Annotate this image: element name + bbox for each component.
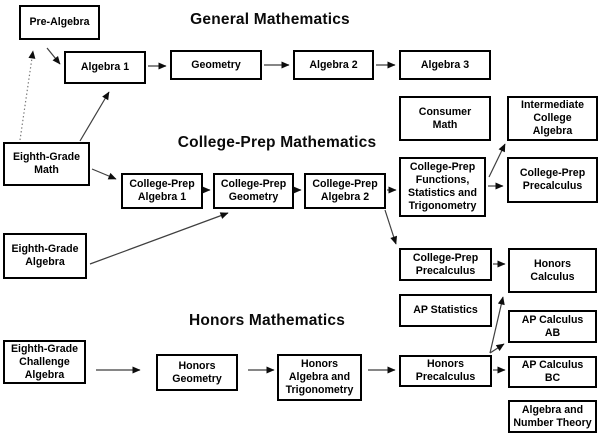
box-honors-algebra-and-trigonometry: Honors Algebra and Trigonometry [277,354,362,401]
edge-honors-precalculus-to-ap-calculus-ab [489,343,505,354]
box-label: Eighth-Grade Algebra [11,243,79,268]
box-label: Honors Precalculus [415,358,476,383]
box-label: AP Calculus AB [521,313,584,339]
box-algebra-3: Algebra 3 [399,50,491,80]
box-honors-calculus: Honors Calculus [508,248,597,293]
edge-eighth-grade-math-to-algebra-1 [79,91,110,142]
box-label: Honors Calculus [530,257,575,283]
edge-pre-algebra-to-algebra-1 [46,47,61,65]
box-college-prep-geometry: College-Prep Geometry [213,173,294,209]
box-college-prep-algebra-1: College-Prep Algebra 1 [121,173,203,209]
box-algebra-2: Algebra 2 [293,50,374,80]
box-label: Algebra 1 [80,61,130,73]
box-college-prep-algebra-2: College-Prep Algebra 2 [304,173,386,209]
box-label: College-Prep Algebra 2 [312,178,378,203]
box-label: Honors Algebra and Trigonometry [285,358,354,396]
box-ap-calculus-ab: AP Calculus AB [508,310,597,343]
box-label: Eighth-Grade Challenge Algebra [10,342,79,381]
box-algebra-and-number-theory: Algebra and Number Theory [508,400,597,433]
box-label: Algebra 2 [309,58,358,71]
edge-eighth-grade-algebra-to-college-prep-geometry [89,212,229,265]
box-geometry: Geometry [170,50,262,80]
box-label: College-Prep Precalculus [412,251,479,277]
box-honors-precalculus: Honors Precalculus [399,355,492,387]
box-intermediate-college-algebra: Intermediate College Algebra [507,96,598,141]
box-college-prep-functions-statistics-trigonometry: College-Prep Functions, Statistics and T… [399,157,486,217]
box-eighth-grade-challenge-algebra: Eighth-Grade Challenge Algebra [3,340,86,384]
box-label: College-Prep Geometry [220,178,287,203]
box-label: Consumer Math [418,105,472,131]
edge-eighth-grade-math-to-college-prep-algebra-1 [91,168,117,180]
box-honors-geometry: Honors Geometry [156,354,238,391]
box-label: Honors Geometry [172,359,222,385]
box-label: College-Prep Precalculus [519,167,586,192]
box-label: Intermediate College Algebra [521,99,584,137]
box-consumer-math: Consumer Math [399,96,491,141]
box-eighth-grade-math: Eighth-Grade Math [3,142,90,186]
box-college-prep-precalculus-upper: College-Prep Precalculus [507,157,598,203]
edge-eighth-grade-math-to-pre-algebra [19,50,36,141]
section-title-college-prep-mathematics: College-Prep Mathematics [177,134,377,151]
box-label: AP Statistics [413,304,478,316]
box-algebra-1: Algebra 1 [64,51,146,84]
box-ap-statistics: AP Statistics [399,294,492,327]
box-label: College-Prep Algebra 1 [129,178,195,203]
box-label: Geometry [191,58,241,71]
box-label: Pre-Algebra [29,16,90,28]
edge-college-prep-algebra-2-to-college-prep-precalculus-lower [384,209,398,245]
box-college-prep-precalculus-lower: College-Prep Precalculus [399,248,492,281]
box-pre-algebra: Pre-Algebra [19,5,100,40]
box-label: Algebra 3 [420,58,470,71]
section-title-general-mathematics: General Mathematics [190,11,350,28]
box-ap-calculus-bc: AP Calculus BC [508,356,597,388]
box-label: College-Prep Functions, Statistics and T… [408,161,477,212]
edge-college-prep-functions-to-intermediate-college-algebra [488,143,506,178]
box-eighth-grade-algebra: Eighth-Grade Algebra [3,233,87,279]
box-label: Eighth-Grade Math [12,151,81,176]
section-title-honors-mathematics: Honors Mathematics [188,312,346,329]
box-label: AP Calculus BC [521,359,584,384]
box-label: Algebra and Number Theory [513,403,592,429]
